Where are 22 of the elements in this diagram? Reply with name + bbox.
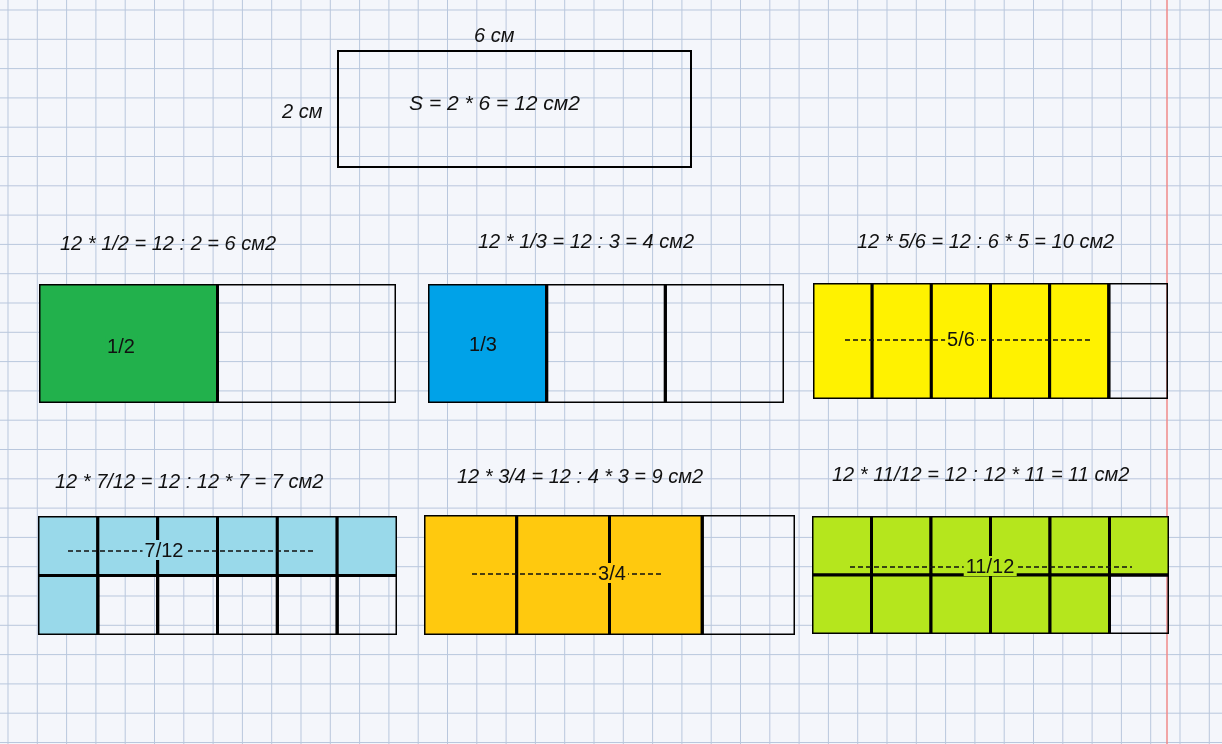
area-formula: 12 * 3/4 = 12 : 4 * 3 = 9 см2 — [457, 464, 704, 489]
dimension-label: 6 см — [474, 23, 515, 48]
fraction-rectangle — [39, 284, 396, 403]
area-formula: 12 * 11/12 = 12 : 12 * 11 = 11 см2 — [832, 462, 1130, 487]
fraction-rectangle — [38, 516, 397, 635]
area-formula: 12 * 5/6 = 12 : 6 * 5 = 10 см2 — [857, 229, 1115, 254]
area-formula: 12 * 1/3 = 12 : 3 = 4 см2 — [478, 229, 695, 254]
fraction-label: 1/3 — [467, 334, 499, 354]
area-rectangle — [337, 50, 692, 168]
fraction-rectangle — [424, 515, 795, 635]
fraction-label: 11/12 — [963, 556, 1017, 576]
fraction-label: 7/12 — [142, 540, 186, 560]
fraction-label: 3/4 — [596, 563, 628, 583]
area-formula: 12 * 1/2 = 12 : 2 = 6 см2 — [60, 231, 277, 256]
fraction-rectangle — [428, 284, 784, 403]
area-formula: S = 2 * 6 = 12 см2 — [409, 90, 580, 117]
fraction-label: 5/6 — [945, 329, 977, 349]
fraction-rectangle — [813, 283, 1168, 399]
fraction-rectangle — [812, 516, 1169, 634]
dimension-label: 2 см — [282, 99, 323, 124]
fraction-label: 1/2 — [105, 336, 137, 356]
area-formula: 12 * 7/12 = 12 : 12 * 7 = 7 см2 — [55, 469, 324, 494]
